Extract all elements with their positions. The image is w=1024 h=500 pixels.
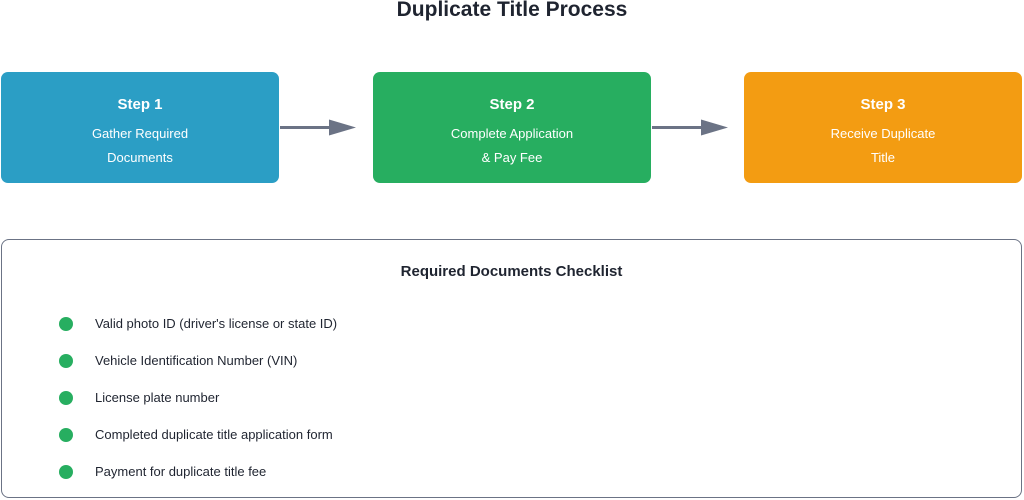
arrow-step-2-to-3 [652,119,728,136]
checklist-item-text: Completed duplicate title application fo… [95,427,333,442]
checklist-item-text: Valid photo ID (driver's license or stat… [95,316,338,331]
arrow-step-1-to-2 [280,119,356,136]
diagram-title: Duplicate Title Process [396,0,628,21]
bullet-dot-icon [59,354,73,368]
step-1-description-line-2: Documents [107,150,173,165]
step-3-description: Receive Duplicate Title [744,122,1022,170]
step-2-description-line-1: Complete Application [450,126,574,141]
step-2-description: Complete Application & Pay Fee [373,122,651,170]
step-1-description: Gather Required Documents [1,122,279,170]
step-1-description-line-1: Gather Required [91,126,189,141]
checklist-item: Valid photo ID (driver's license or stat… [2,314,702,334]
checklist-item-text: Payment for duplicate title fee [95,464,267,479]
step-3-description-line-1: Receive Duplicate [830,126,936,141]
bullet-dot-icon [59,317,73,331]
step-1-heading: Step 1 [117,96,163,113]
checklist-item: License plate number [2,388,702,408]
required-documents-checklist: Required Documents Checklist Valid photo… [1,239,1022,498]
checklist-item: Vehicle Identification Number (VIN) [2,351,702,371]
checklist-title: Required Documents Checklist [400,263,623,280]
step-3-heading: Step 3 [860,96,906,113]
bullet-dot-icon [59,391,73,405]
step-3-description-line-2: Title [870,150,896,165]
bullet-dot-icon [59,465,73,479]
bullet-dot-icon [59,428,73,442]
step-2-description-line-2: & Pay Fee [481,150,543,165]
step-2-box: Step 2 Complete Application & Pay Fee [373,72,651,183]
step-1-box: Step 1 Gather Required Documents [1,72,279,183]
checklist-item-text: License plate number [95,390,220,405]
checklist-item-text: Vehicle Identification Number (VIN) [95,353,298,368]
step-3-box: Step 3 Receive Duplicate Title [744,72,1022,183]
checklist-item: Completed duplicate title application fo… [2,425,702,445]
step-2-heading: Step 2 [489,96,535,113]
checklist-item: Payment for duplicate title fee [2,462,702,482]
